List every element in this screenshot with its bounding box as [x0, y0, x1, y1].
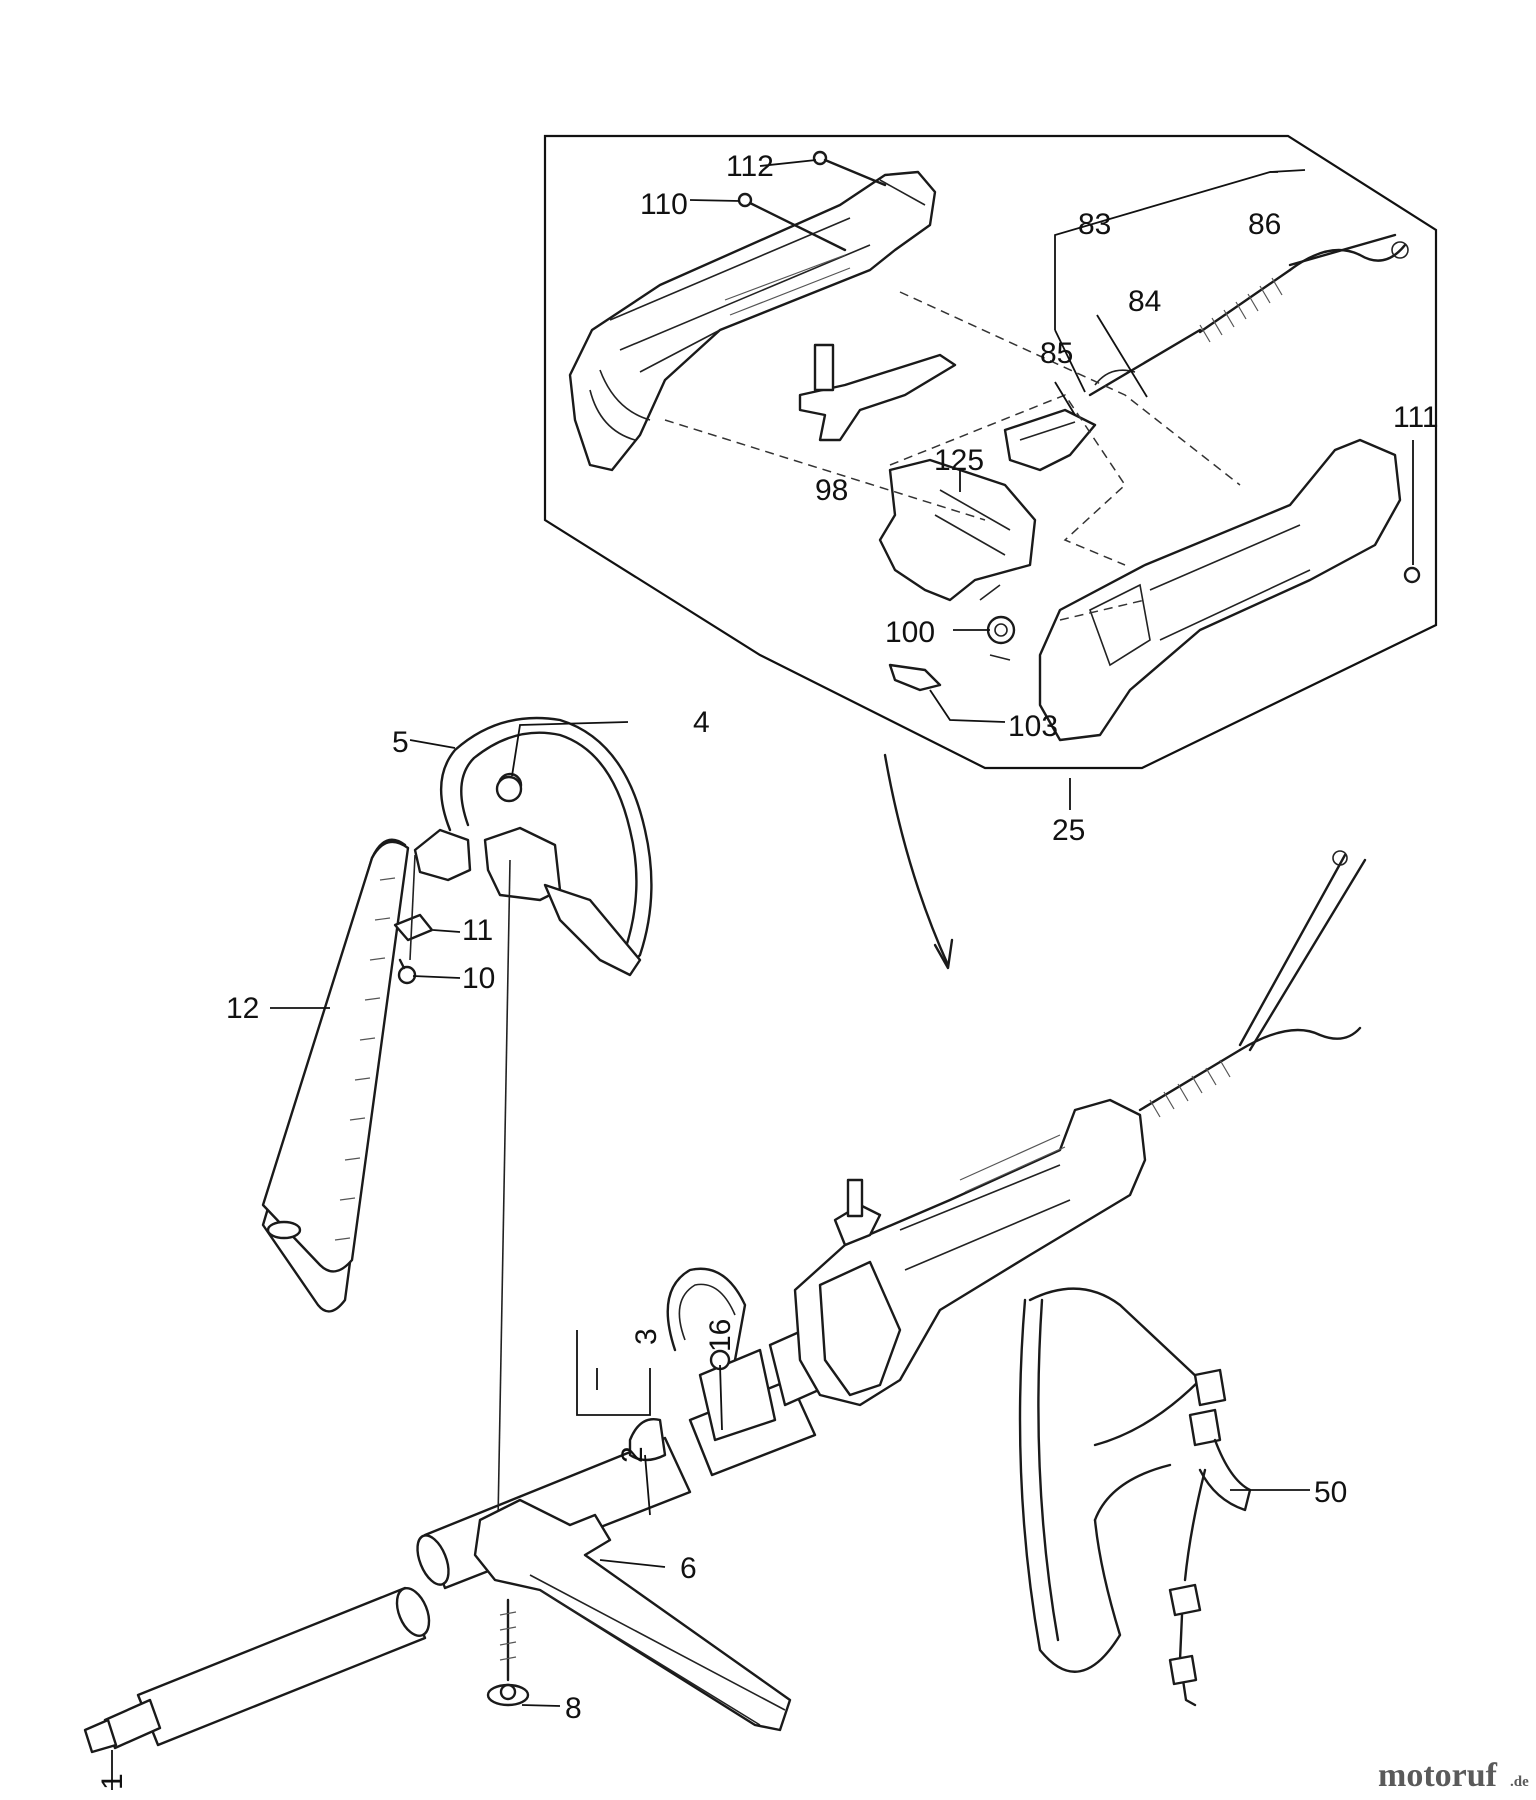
- handle-upper-half: [568, 170, 937, 472]
- leader-lines: [111, 159, 1414, 1790]
- watermark-suffix: .de: [1510, 1774, 1529, 1790]
- switch: [1003, 408, 1097, 472]
- assembly-line: [889, 394, 1126, 566]
- handle-lower-half: [1038, 438, 1421, 742]
- label-100: 100: [885, 616, 935, 649]
- spring-103: [888, 663, 942, 692]
- label-25: 25: [1052, 814, 1085, 847]
- washer: [393, 913, 434, 942]
- label-112: 112: [726, 150, 774, 183]
- spring: [979, 584, 1016, 661]
- label-50: 50: [1314, 1476, 1347, 1509]
- label-11: 11: [462, 914, 493, 947]
- shoulder-strap: [1018, 1287, 1252, 1707]
- lock-lever: [878, 458, 1037, 602]
- assembly-axis: [409, 854, 416, 961]
- barrier-bar: [473, 1498, 792, 1732]
- cable-assembled: [1138, 850, 1367, 1118]
- nut: [495, 775, 523, 803]
- label-8: 8: [565, 1692, 582, 1725]
- clamp-3: [628, 1418, 667, 1462]
- assembly-arrow: [883, 753, 954, 970]
- screw-110: [737, 192, 847, 252]
- label-16: 16: [704, 1319, 737, 1352]
- label-84: 84: [1128, 285, 1161, 318]
- rear-handle-assembled: [793, 1098, 1147, 1407]
- grip: [261, 838, 410, 1313]
- trigger-lever: [798, 343, 957, 442]
- label-85: 85: [1040, 337, 1073, 370]
- watermark-logo: motoruf .de: [1378, 1757, 1529, 1794]
- assembly-axis: [497, 859, 511, 1521]
- label-98: 98: [815, 474, 848, 507]
- front-handle-loop: [440, 716, 653, 967]
- shaft-tube-lower: [83, 1586, 431, 1754]
- assembly-line: [899, 291, 1241, 486]
- label-110: 110: [640, 188, 688, 221]
- bolt: [486, 1598, 530, 1707]
- screw-112: [812, 150, 887, 187]
- part-labels: 112 110 83 86 84 85 111 125 98 100 103 2…: [96, 150, 1439, 1790]
- side-clamp: [413, 828, 472, 882]
- label-125: 125: [934, 444, 984, 477]
- label-5: 5: [392, 726, 409, 759]
- label-83: 83: [1078, 208, 1111, 241]
- label-86: 86: [1248, 208, 1281, 241]
- inset-frame: [543, 134, 1438, 770]
- label-111: 111: [1393, 401, 1439, 434]
- watermark-name: motoruf: [1378, 1757, 1498, 1794]
- label-2: 2: [616, 1446, 649, 1463]
- assembly-line: [664, 419, 986, 521]
- label-3: 3: [630, 1328, 663, 1345]
- label-4: 4: [693, 706, 710, 739]
- label-12: 12: [226, 992, 259, 1025]
- label-10: 10: [462, 962, 495, 995]
- label-6: 6: [680, 1552, 697, 1585]
- label-103: 103: [1008, 710, 1058, 743]
- label-1: 1: [96, 1773, 129, 1790]
- screw-10: [397, 958, 417, 985]
